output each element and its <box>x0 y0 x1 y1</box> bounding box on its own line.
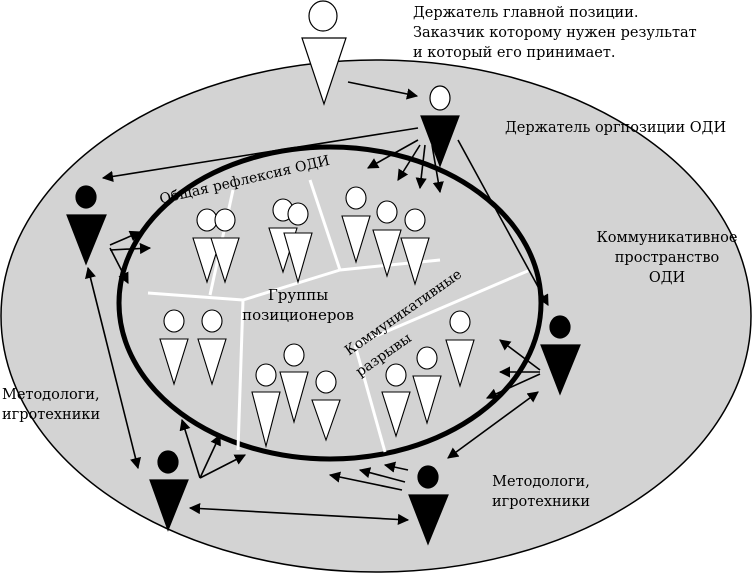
groups-line-1: Группы <box>267 286 329 304</box>
left-methodologist-figure <box>66 185 107 266</box>
groups-label: Группы позиционеров <box>233 285 363 325</box>
org-holder-figure <box>420 85 460 168</box>
communicative-space-label: Коммуникативное пространство ОДИ <box>592 228 742 288</box>
groups-line-2: позиционеров <box>242 306 354 324</box>
meth-right-line-2: игротехники <box>491 494 591 510</box>
bottom-right-methodologist-figure <box>408 465 449 546</box>
main-holder-label: Держатель главной позиции. Заказчик кото… <box>413 3 697 63</box>
main-holder-line-2: Заказчик которому нужен результат <box>413 25 697 41</box>
comm-space-line-2: пространство <box>614 250 720 266</box>
arrows <box>85 81 549 526</box>
figures <box>66 0 581 546</box>
methodologists-left-label: Методологи, игротехники <box>2 385 100 425</box>
meth-right-line-1: Методологи, <box>492 474 590 490</box>
main-holder-line-3: и который его принимает. <box>413 45 616 61</box>
comm-space-line-1: Коммуникативное <box>596 230 738 246</box>
main-holder-figure <box>301 0 347 106</box>
right-methodologist-figure <box>540 315 581 396</box>
communication-gaps-lines <box>147 179 531 453</box>
org-holder-label: Держатель оргпозиции ОДИ <box>505 120 727 136</box>
main-holder-line-1: Держатель главной позиции. <box>413 5 639 21</box>
bottom-left-methodologist-figure <box>149 450 189 532</box>
comm-space-line-3: ОДИ <box>648 270 686 286</box>
methodologists-right-label: Методологи, игротехники <box>486 472 596 512</box>
group-figures <box>159 186 475 449</box>
meth-left-line-2: игротехники <box>2 407 101 423</box>
meth-left-line-1: Методологи, <box>2 387 100 403</box>
